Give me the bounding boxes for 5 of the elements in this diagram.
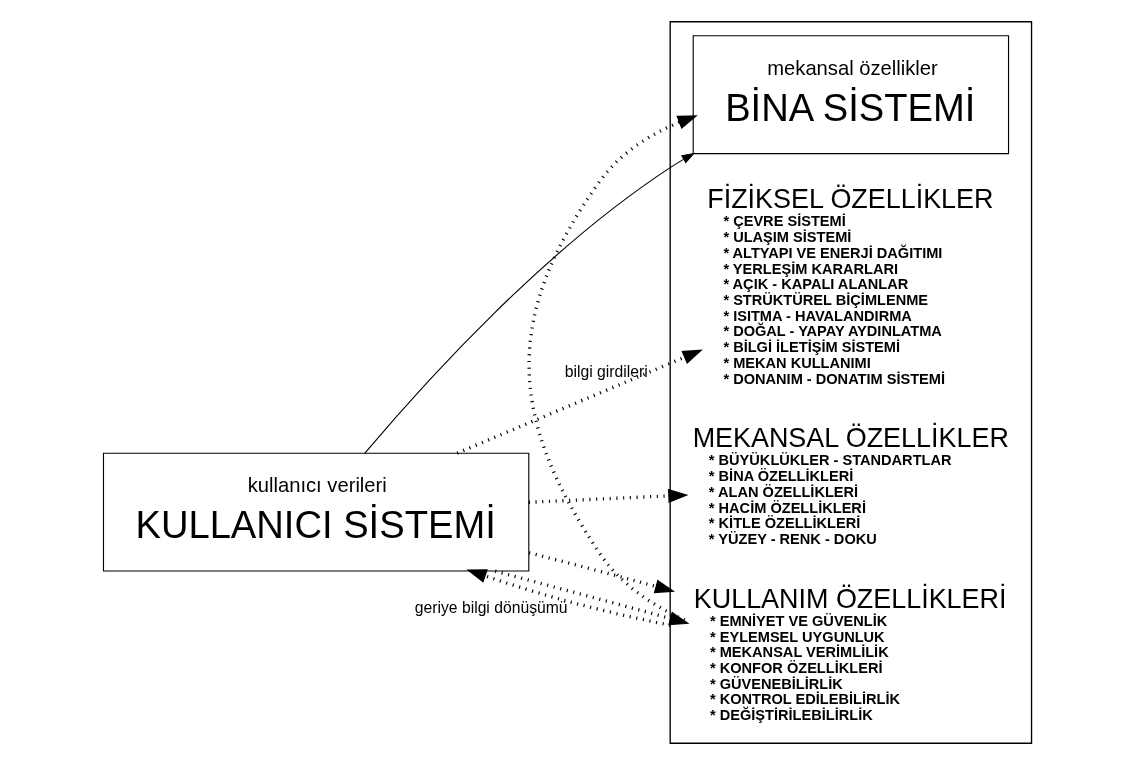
node-text: KULLANIM ÖZELLİKLERİ * EMNİYET VE GÜVENLİK * EYLEMSEL UYGUNLUK * MEKANSAL VERİMLİLİK * KONFOR ÖZELLİKLERİ * GÜVENEBİLİRLİK * KONTROL EDİLEBİLİRLİK * DEĞİŞTİRİLEBİLİRLİK: [693, 583, 1006, 724]
edge-label: bilgi girdileri: [564, 362, 648, 380]
node-text: MEKANSAL ÖZELLİKLER * BÜYÜKLÜKLER - STANDARTLAR * BİNA ÖZELLİKLERİ * ALAN ÖZELLİKLERİ * HACİM ÖZELLİKLERİ * KİTLE ÖZELLİKLERİ * YÜZEY - RENK - DOKU: [692, 423, 1009, 547]
edge-label: geriye bilgi dönüşümü: [414, 599, 568, 617]
node-text: FİZİKSEL ÖZELLİKLER * ÇEVRE SİSTEMİ * ULAŞIM SİSTEMİ * ALTYAPI VE ENERJİ DAĞITIMI * YERLEŞİM KARARLARI * AÇIK - KAPALI ALANLAR * STRÜKTÜREL BİÇİMLENME * ISITMA - HAVALANDIRMA * DOĞAL - YAPAY AYDINLATMA * BİLGİ İLETİŞİM SİSTEMİ * MEKAN KULLANIMI * DONANIM - DONATIM SİSTEMİ: [706, 184, 993, 387]
